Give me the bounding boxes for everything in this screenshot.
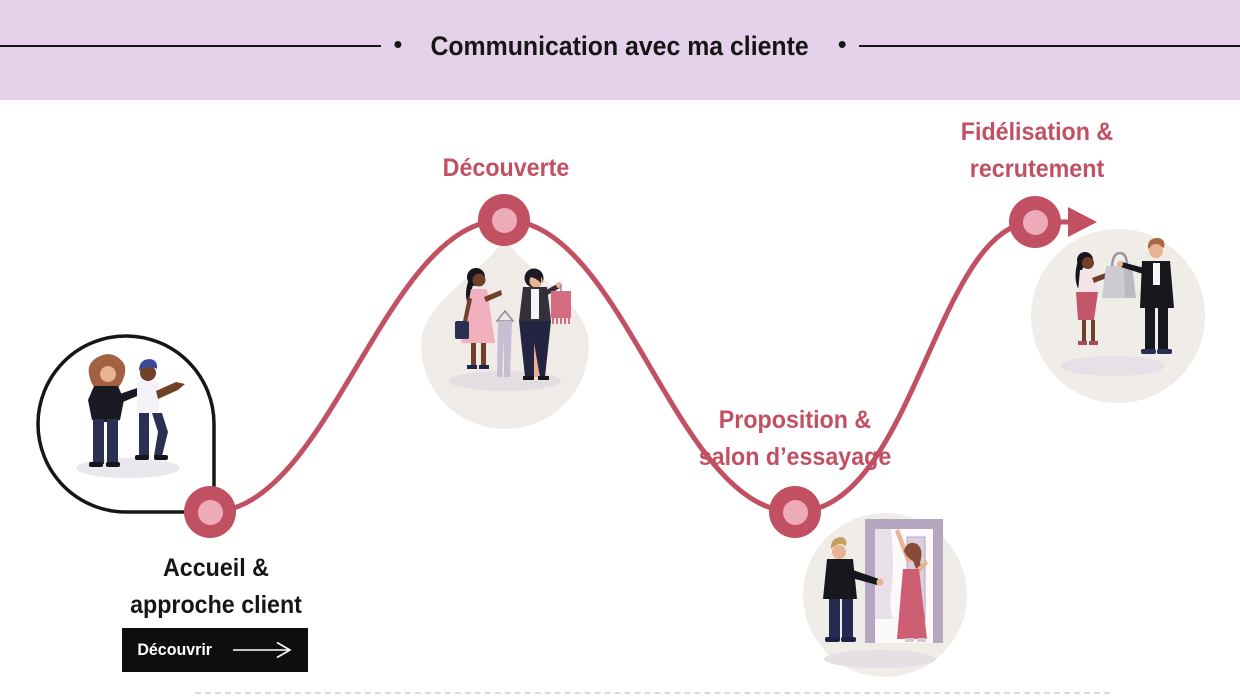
step-label-accueil: Accueil & approche client bbox=[130, 550, 302, 624]
illustration-accueil-greeting bbox=[36, 334, 216, 514]
header-band: • Communication avec ma cliente • bbox=[0, 0, 1240, 100]
woman-in-dress-figure bbox=[895, 529, 928, 642]
illustration-proposition-fitting-room bbox=[803, 513, 967, 677]
step-label-accueil-line2: approche client bbox=[130, 591, 302, 619]
illustration-decouverte-shopping bbox=[421, 237, 589, 429]
journey-curve bbox=[209, 217, 1072, 515]
man-waiting-figure bbox=[823, 537, 884, 642]
step-label-proposition: Proposition & salon d’essayage bbox=[699, 402, 892, 476]
step-label-decouverte: Découverte bbox=[443, 150, 570, 187]
man-seller-figure bbox=[1117, 238, 1174, 354]
header-row: • Communication avec ma cliente • bbox=[0, 30, 1240, 62]
bullet-icon-right: • bbox=[837, 29, 847, 59]
step-node-accueil[interactable] bbox=[184, 486, 236, 538]
step-node-fidelisation-inner bbox=[1022, 209, 1048, 235]
step-label-fidelisation-line2: recrutement bbox=[969, 155, 1105, 183]
header-rule-right bbox=[858, 45, 1240, 47]
page-title: Communication avec ma cliente bbox=[430, 30, 810, 61]
header-rule-left bbox=[0, 45, 382, 47]
ground-dashed-line bbox=[195, 692, 1110, 694]
step-node-proposition-inner bbox=[782, 499, 808, 525]
floor-shadow bbox=[824, 650, 936, 668]
bullet-icon-left: • bbox=[393, 29, 403, 59]
step-node-accueil-inner bbox=[197, 499, 223, 525]
step-node-decouverte[interactable] bbox=[478, 194, 530, 246]
step-node-proposition[interactable] bbox=[769, 486, 821, 538]
illustration-fidelisation-bag bbox=[1031, 229, 1205, 403]
speech-bubble-outline bbox=[36, 334, 216, 514]
step-label-fidelisation-line1: Fidélisation & bbox=[960, 118, 1114, 146]
step-node-fidelisation[interactable] bbox=[1009, 196, 1061, 248]
floor-shadow bbox=[76, 458, 180, 478]
step-label-fidelisation: Fidélisation & recrutement bbox=[961, 114, 1113, 188]
step-node-decouverte-inner bbox=[491, 207, 517, 233]
circle-blob bbox=[1031, 229, 1205, 403]
step-label-accueil-line1: Accueil & bbox=[163, 554, 269, 582]
shopping-bag bbox=[1102, 251, 1136, 298]
step-label-proposition-line1: Proposition & bbox=[718, 406, 872, 434]
woman-customer-figure bbox=[1075, 252, 1117, 345]
step-label-decouverte-line1: Découverte bbox=[442, 154, 570, 182]
decouvrir-button-label: Découvrir bbox=[137, 640, 213, 659]
step-label-proposition-line2: salon d’essayage bbox=[698, 443, 892, 471]
long-arrow-right-icon bbox=[232, 641, 292, 659]
man-client-figure bbox=[135, 359, 185, 460]
decouvrir-button[interactable]: Découvrir bbox=[122, 628, 308, 672]
floor-shadow bbox=[1061, 356, 1165, 376]
